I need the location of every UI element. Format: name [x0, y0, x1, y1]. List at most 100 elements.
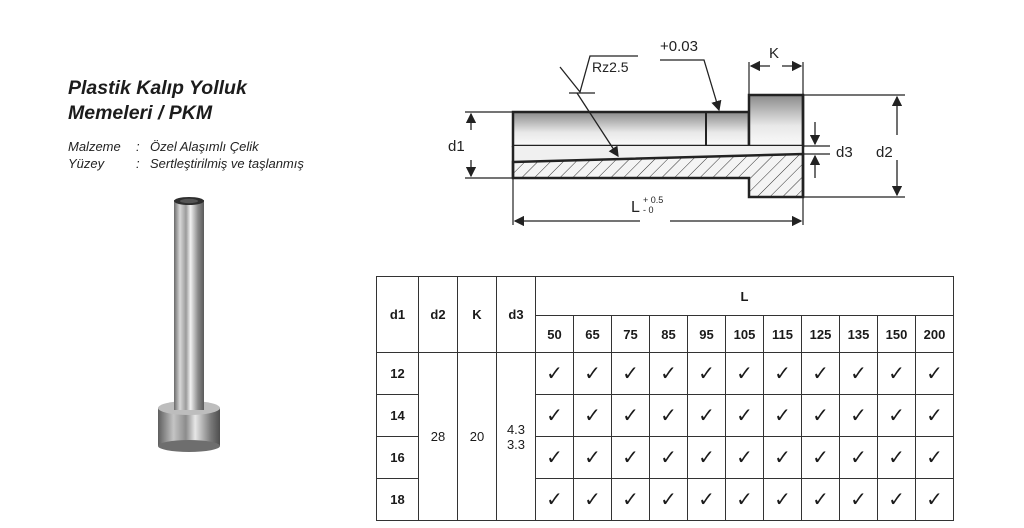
- availability-cell: ✓: [839, 478, 878, 521]
- availability-cell: ✓: [801, 394, 840, 437]
- d1-value: 12: [376, 352, 419, 395]
- check-icon: ✓: [622, 488, 639, 511]
- k-label: K: [769, 45, 779, 62]
- spec-material-key: Malzeme: [68, 139, 121, 154]
- check-icon: ✓: [546, 362, 563, 385]
- length-header-135: 135: [839, 315, 878, 353]
- header-d2: d2: [418, 276, 458, 353]
- technical-drawing: d1 d2 d3 K L + 0.5 - 0 Rz2.5 +0.03: [448, 38, 905, 227]
- check-icon: ✓: [698, 446, 715, 469]
- availability-cell: ✓: [915, 436, 954, 479]
- check-icon: ✓: [698, 362, 715, 385]
- check-icon: ✓: [584, 488, 601, 511]
- table-row: 12 28 20 4.3 3.3 ✓✓✓✓✓✓✓✓✓✓✓: [376, 352, 954, 521]
- check-icon: ✓: [812, 362, 829, 385]
- l-label: L: [631, 199, 640, 216]
- d1-value: 18: [376, 478, 419, 521]
- availability-cell: ✓: [725, 394, 764, 437]
- availability-cell: ✓: [877, 436, 916, 479]
- product-title-line1: Plastik Kalıp Yolluk: [68, 77, 247, 99]
- spec-surface-key: Yüzey: [68, 156, 105, 171]
- check-icon: ✓: [546, 404, 563, 427]
- l-tol-minus: - 0: [643, 205, 654, 215]
- check-icon: ✓: [850, 446, 867, 469]
- roughness-label: Rz2.5: [592, 59, 629, 75]
- length-header-75: 75: [611, 315, 650, 353]
- availability-cell: ✓: [573, 436, 612, 479]
- header-k: K: [457, 276, 497, 353]
- availability-cell: ✓: [535, 352, 574, 395]
- availability-cell: ✓: [535, 394, 574, 437]
- availability-cell: ✓: [649, 478, 688, 521]
- roughness-symbol: [559, 55, 638, 94]
- availability-cell: ✓: [649, 352, 688, 395]
- availability-cell: ✓: [839, 352, 878, 395]
- availability-cell: ✓: [535, 478, 574, 521]
- d1-label: d1: [448, 138, 465, 155]
- availability-cell: ✓: [611, 352, 650, 395]
- check-icon: ✓: [698, 488, 715, 511]
- length-header-125: 125: [801, 315, 840, 353]
- d1-value: 16: [376, 436, 419, 479]
- availability-cell: ✓: [687, 394, 726, 437]
- check-icon: ✓: [622, 446, 639, 469]
- availability-cell: ✓: [877, 352, 916, 395]
- spec-material: Malzeme: Özel Alaşımlı Çelik: [68, 139, 259, 154]
- check-icon: ✓: [584, 446, 601, 469]
- check-icon: ✓: [888, 404, 905, 427]
- check-icon: ✓: [546, 446, 563, 469]
- availability-cell: ✓: [763, 352, 802, 395]
- spec-material-value: Özel Alaşımlı Çelik: [150, 139, 259, 154]
- tolerance-label: +0.03: [660, 38, 698, 55]
- check-icon: ✓: [774, 362, 791, 385]
- check-icon: ✓: [888, 488, 905, 511]
- check-icon: ✓: [584, 362, 601, 385]
- nozzle-shaft: [174, 200, 204, 410]
- check-icon: ✓: [660, 362, 677, 385]
- check-icon: ✓: [698, 404, 715, 427]
- availability-cell: ✓: [725, 478, 764, 521]
- length-header-105: 105: [725, 315, 764, 353]
- check-icon: ✓: [812, 404, 829, 427]
- length-header-115: 115: [763, 315, 802, 353]
- spec-surface-colon: :: [136, 156, 140, 171]
- check-icon: ✓: [660, 488, 677, 511]
- check-icon: ✓: [584, 404, 601, 427]
- nozzle-head-bottom: [158, 440, 220, 452]
- availability-cell: ✓: [801, 478, 840, 521]
- availability-cell: ✓: [611, 436, 650, 479]
- product-title-line2: Memeleri / PKM: [68, 102, 213, 124]
- d1-value: 14: [376, 394, 419, 437]
- header-d1: d1: [376, 276, 419, 353]
- check-icon: ✓: [774, 404, 791, 427]
- availability-cell: ✓: [573, 352, 612, 395]
- availability-cell: ✓: [535, 436, 574, 479]
- l-tol-plus: + 0.5: [643, 195, 663, 205]
- check-icon: ✓: [812, 446, 829, 469]
- check-icon: ✓: [736, 404, 753, 427]
- spec-surface: Yüzey: Sertleştirilmiş ve taşlanmış: [68, 156, 304, 171]
- availability-cell: ✓: [687, 352, 726, 395]
- drawing-head-upper: [747, 93, 805, 148]
- availability-cell: ✓: [839, 394, 878, 437]
- length-header-150: 150: [877, 315, 916, 353]
- header-d3: d3: [496, 276, 536, 353]
- drawing-section-hatched: [511, 152, 805, 199]
- availability-cell: ✓: [801, 436, 840, 479]
- d3-value-line1: 4.3: [506, 421, 526, 437]
- check-icon: ✓: [850, 488, 867, 511]
- roughness-leader: [576, 92, 619, 158]
- spec-surface-value: Sertleştirilmiş ve taşlanmış: [150, 156, 304, 171]
- header-l: L: [535, 276, 954, 316]
- drawing-bore: [513, 146, 803, 162]
- check-icon: ✓: [736, 488, 753, 511]
- d3-value: 4.3 3.3: [496, 352, 536, 521]
- length-header-95: 95: [687, 315, 726, 353]
- check-icon: ✓: [926, 488, 943, 511]
- availability-cell: ✓: [687, 436, 726, 479]
- spec-material-colon: :: [136, 139, 140, 154]
- availability-cell: ✓: [801, 352, 840, 395]
- availability-cell: ✓: [573, 478, 612, 521]
- check-icon: ✓: [850, 362, 867, 385]
